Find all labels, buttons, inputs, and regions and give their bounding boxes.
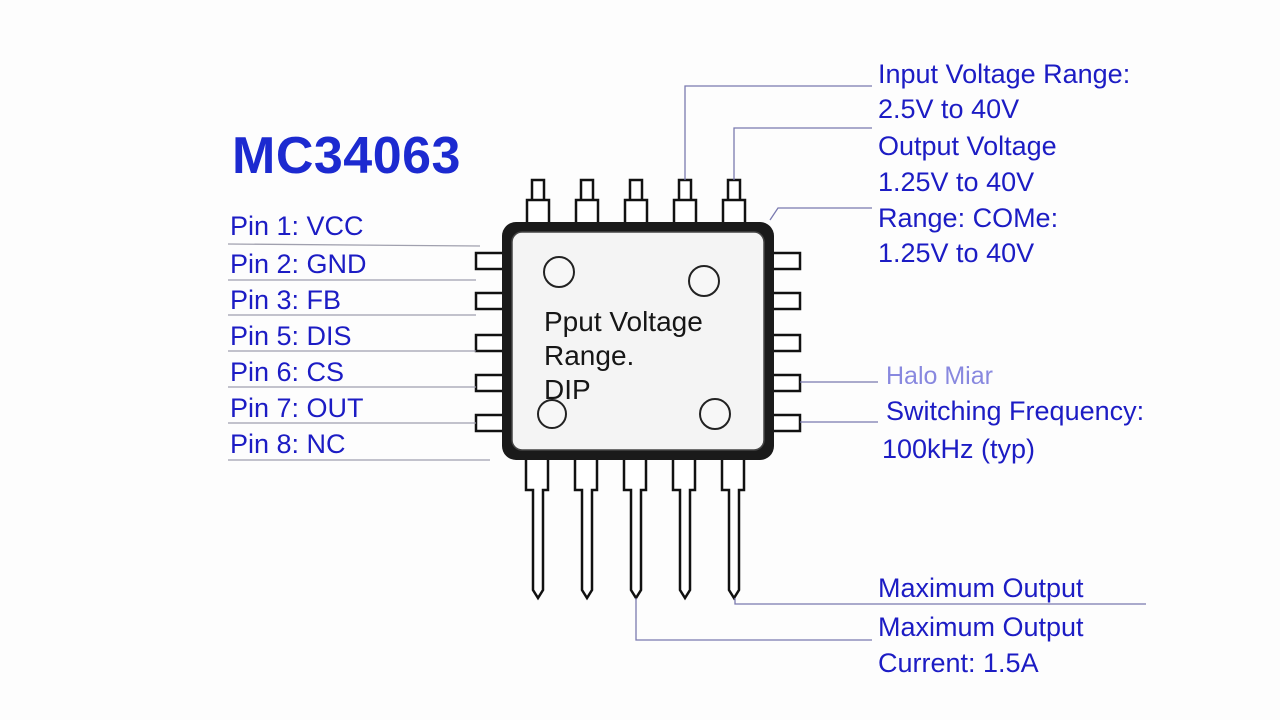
bottom-leg-3 (622, 456, 648, 601)
input-voltage-range-title: Input Voltage Range: (878, 59, 1131, 89)
chip-holes (537, 256, 731, 430)
maximum-output-label: Maximum Output (878, 573, 1084, 603)
pin-label: Pin 1: VCC (230, 211, 364, 241)
right-pins (768, 251, 802, 433)
chip-hole-bottom-right (699, 398, 731, 430)
top-pin-1-foot (525, 198, 551, 226)
smudged-label: Halo Miar (886, 362, 993, 390)
top-pin-5 (726, 178, 742, 204)
chip-label-line: Range. (544, 340, 635, 371)
left-pin-5 (474, 413, 508, 433)
pin-label: Pin 3: FB (230, 285, 342, 315)
pin-label: Pin 5: DIS (230, 321, 352, 351)
chip-label-line: Pput Voltage (544, 306, 703, 337)
bottom-leg-1 (524, 456, 550, 601)
chip-hole-top-left (543, 256, 575, 288)
right-pin-5 (768, 413, 802, 433)
range-title: Range: COMe: (878, 203, 1059, 233)
bottom-legs (524, 456, 746, 601)
right-pin-2 (768, 291, 802, 311)
left-pin-3 (474, 333, 508, 353)
left-pin-4 (474, 373, 508, 393)
right-pin-4 (768, 373, 802, 393)
page-title: MC34063 (232, 127, 461, 185)
top-pin-4 (677, 178, 693, 204)
chip-hole-top-right (688, 265, 720, 297)
top-pin-3 (628, 178, 644, 204)
left-pins (474, 251, 508, 433)
left-pin-1 (474, 251, 508, 271)
right-pin-1 (768, 251, 802, 271)
top-pins (525, 178, 747, 226)
output-voltage-value: 1.25V to 40V (878, 167, 1035, 197)
left-leader-lines (227, 243, 490, 461)
maximum-output-current: Current: 1.5A (878, 648, 1039, 678)
pin-label: Pin 8: NC (230, 429, 346, 459)
left-pin-2 (474, 291, 508, 311)
right-leader-lines (635, 85, 1146, 641)
pin-label: Pin 7: OUT (230, 393, 364, 423)
top-pin-1 (530, 178, 546, 204)
bottom-leg-5 (720, 456, 746, 601)
input-voltage-range-value: 2.5V to 40V (878, 94, 1020, 124)
pin-label: Pin 2: GND (230, 249, 367, 279)
switching-frequency-title: Switching Frequency: (886, 396, 1145, 426)
top-pin-2-foot (574, 198, 600, 226)
maximum-output-label: Maximum Output (878, 612, 1084, 642)
switching-frequency-value: 100kHz (typ) (882, 434, 1036, 464)
top-pin-4-foot (672, 198, 698, 226)
top-pin-3-foot (623, 198, 649, 226)
chip-label-line: DIP (544, 374, 591, 405)
top-pin-2 (579, 178, 595, 204)
pin-label: Pin 6: CS (230, 357, 345, 387)
chip-label: Pput Voltage Range. DIP (544, 305, 703, 407)
bottom-leg-4 (671, 456, 697, 601)
range-value: 1.25V to 40V (878, 238, 1035, 268)
chip-hole-bottom-left (537, 399, 567, 429)
top-pin-5-foot (721, 198, 747, 226)
right-pin-3 (768, 333, 802, 353)
bottom-leg-2 (573, 456, 599, 601)
output-voltage-title: Output Voltage (878, 131, 1057, 161)
